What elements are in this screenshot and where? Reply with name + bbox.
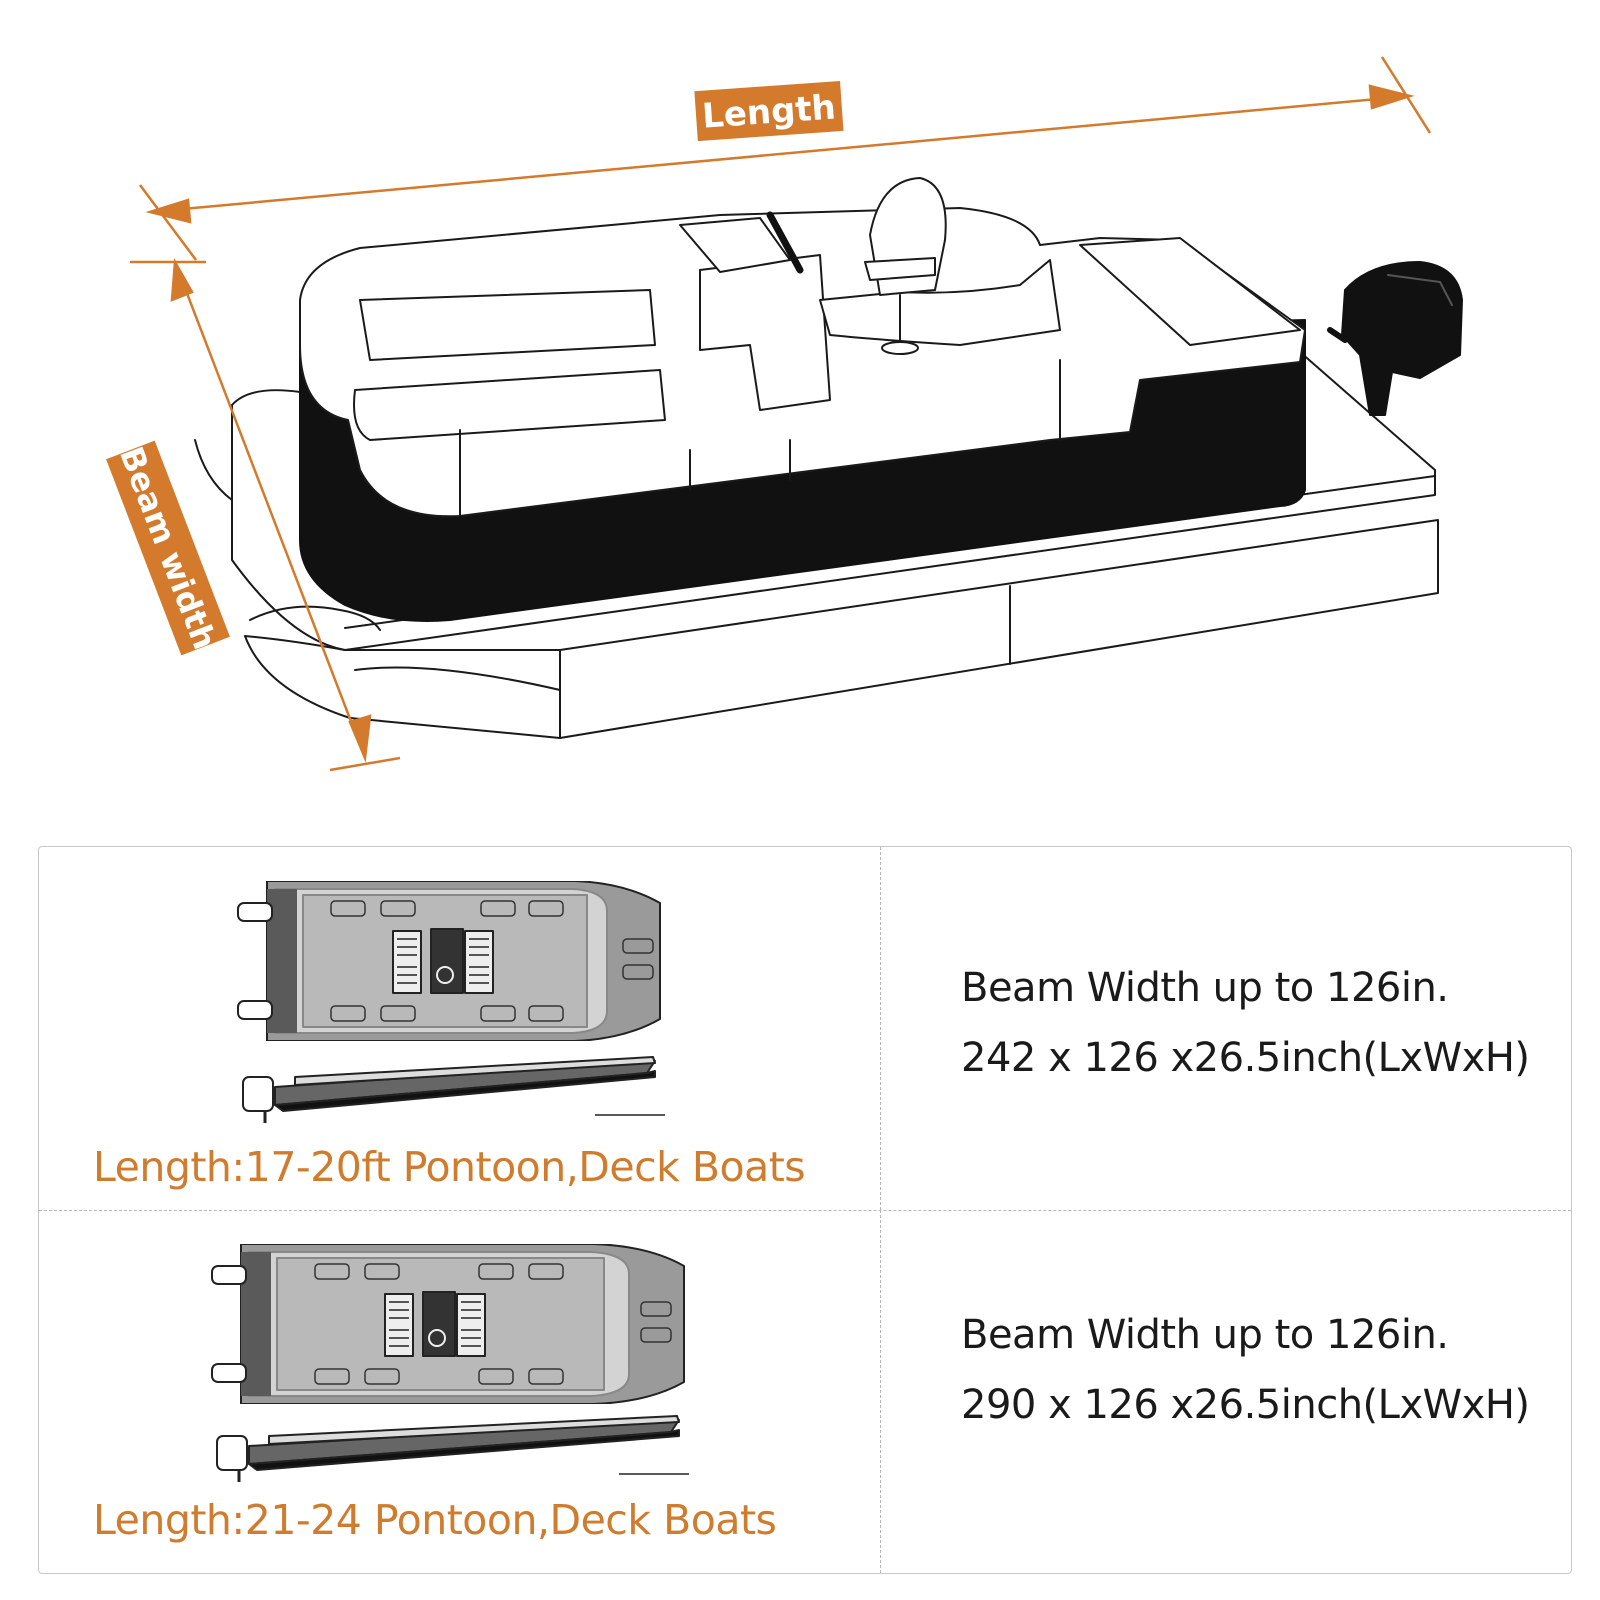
- beam-badge: Beam width: [106, 440, 230, 656]
- pontoon-tube-near: [244, 519, 1439, 739]
- size-chart-table: Length:17-20ft Pontoon,Deck Boats Beam W…: [38, 846, 1572, 1574]
- length-dimension-line: [149, 94, 1411, 214]
- boat-side-view-icon: [242, 1056, 665, 1123]
- length-range-caption: Length:21-24 Pontoon,Deck Boats: [93, 1496, 777, 1544]
- size-row: Length:17-20ft Pontoon,Deck Boats Beam W…: [39, 847, 1571, 1211]
- boat-illustration-cell: Length:21-24 Pontoon,Deck Boats: [39, 1210, 881, 1573]
- spec-cell: Beam Width up to 126in. 290 x 126 x26.5i…: [881, 1210, 1571, 1573]
- beam-width-spec: Beam Width up to 126in.: [961, 965, 1449, 1011]
- outboard-motor: [1341, 261, 1463, 416]
- length-badge: Length: [694, 81, 844, 142]
- boat-illustration-cell: Length:17-20ft Pontoon,Deck Boats: [39, 847, 881, 1210]
- dimensions-spec: 242 x 126 x26.5inch(LxWxH): [961, 1035, 1530, 1081]
- dimensions-spec: 290 x 126 x26.5inch(LxWxH): [961, 1382, 1530, 1428]
- spec-cell: Beam Width up to 126in. 242 x 126 x26.5i…: [881, 847, 1571, 1210]
- beam-dimension-line: [173, 261, 367, 759]
- pontoon-boat-diagram: Length Beam width: [106, 56, 1463, 772]
- beam-width-spec: Beam Width up to 126in.: [961, 1312, 1449, 1358]
- length-range-caption: Length:17-20ft Pontoon,Deck Boats: [93, 1143, 806, 1191]
- boat-top-view-icon: [211, 1244, 685, 1404]
- length-label: Length: [701, 87, 837, 136]
- boat-side-view-icon: [216, 1415, 689, 1482]
- size-row: Length:21-24 Pontoon,Deck Boats Beam Wid…: [39, 1210, 1571, 1573]
- boat-top-view-icon: [237, 881, 661, 1041]
